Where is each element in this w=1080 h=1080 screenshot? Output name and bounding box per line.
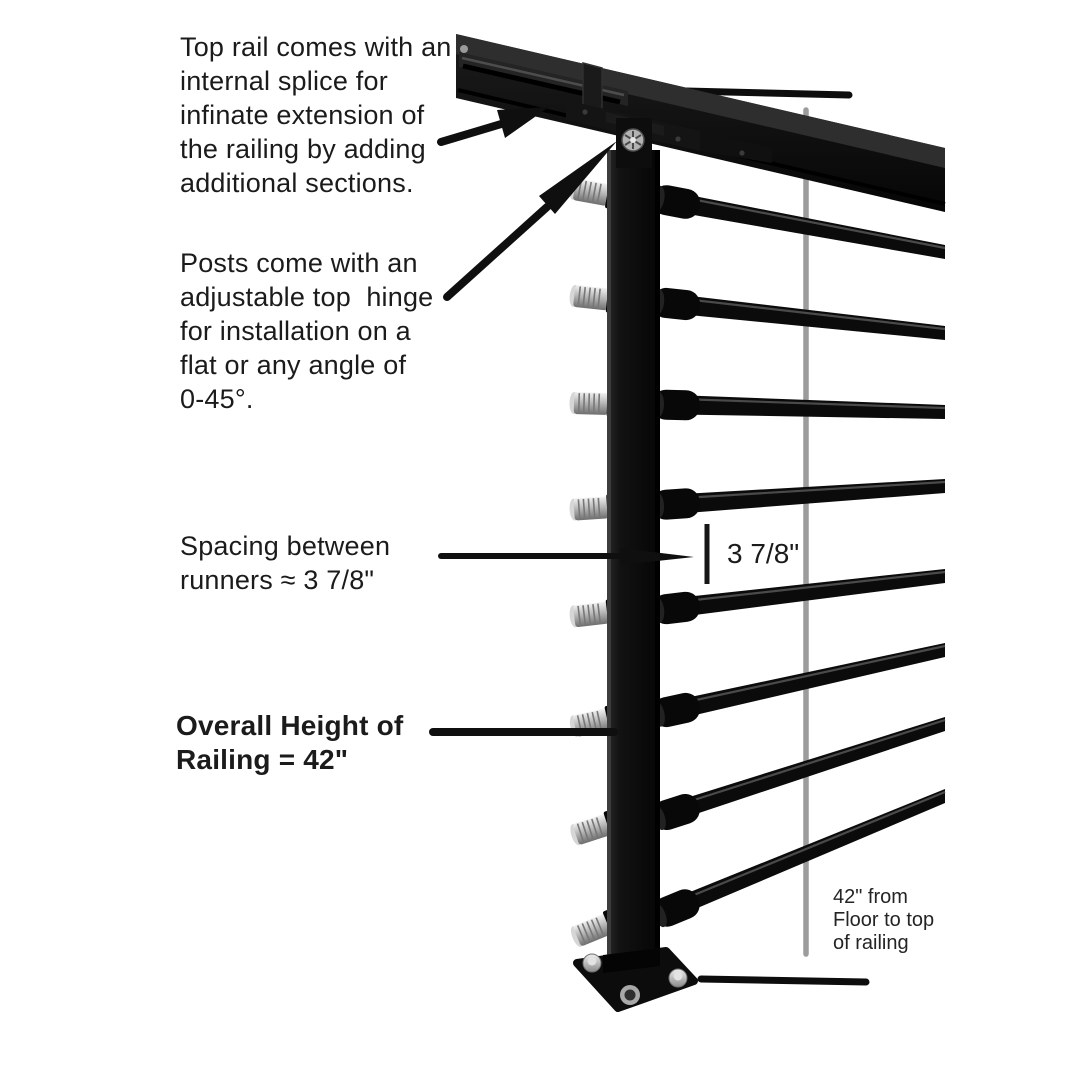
overall-height-line: Railing = 42" <box>176 744 349 775</box>
mounting-bolt <box>582 953 602 973</box>
spacing-note-line: Spacing between <box>180 531 391 561</box>
spacing-note: Spacing between runners ≈ 3 7/8" <box>180 529 390 597</box>
splice-note-line: additional sections. <box>180 168 414 198</box>
internal-splice <box>459 45 628 117</box>
hinge-note: Posts come with an adjustable top hinge … <box>180 246 433 416</box>
pointer-arrow-splice <box>437 107 549 146</box>
hinge-note-line: flat or any angle of <box>180 350 407 380</box>
hinge-note-line: adjustable top hinge <box>180 282 434 312</box>
pointer-arrow-spacing <box>438 548 694 565</box>
floor-height-line: 42" from <box>833 886 908 908</box>
spacing-dim-label: 3 7/8" <box>727 538 800 569</box>
top-rail <box>456 34 946 212</box>
hinge-note-line: for installation on a <box>180 316 411 346</box>
floor-reference-line <box>697 975 870 986</box>
splice-note-line: internal splice for <box>180 66 388 96</box>
anchor-hole <box>620 985 640 1005</box>
spacing-note-line: runners ≈ 3 7/8" <box>180 565 375 595</box>
runner <box>570 717 946 846</box>
splice-note-line: Top rail comes with an <box>180 32 452 62</box>
runner <box>569 569 946 628</box>
pointer-arrow-hinge <box>443 141 617 301</box>
floor-height-note: 42" from Floor to top of railing <box>833 886 934 955</box>
base-plate <box>573 947 698 1012</box>
splice-note: Top rail comes with an internal splice f… <box>180 30 452 200</box>
overall-height-note: Overall Height of Railing = 42" <box>176 709 403 777</box>
splice-note-line: the railing by adding <box>180 134 426 164</box>
threaded-stud <box>569 598 618 628</box>
overall-height-line: Overall Height of <box>176 710 404 741</box>
floor-height-line: Floor to top <box>833 909 935 931</box>
mounting-bolt <box>668 968 688 988</box>
top-reference-line <box>682 87 853 99</box>
adjustable-hinge <box>606 112 664 168</box>
floor-height-line: of railing <box>833 932 909 954</box>
hinge-note-line: Posts come with an <box>180 248 418 278</box>
splice-note-line: infinate extension of <box>180 100 425 130</box>
hinge-note-line: 0-45°. <box>180 384 254 414</box>
